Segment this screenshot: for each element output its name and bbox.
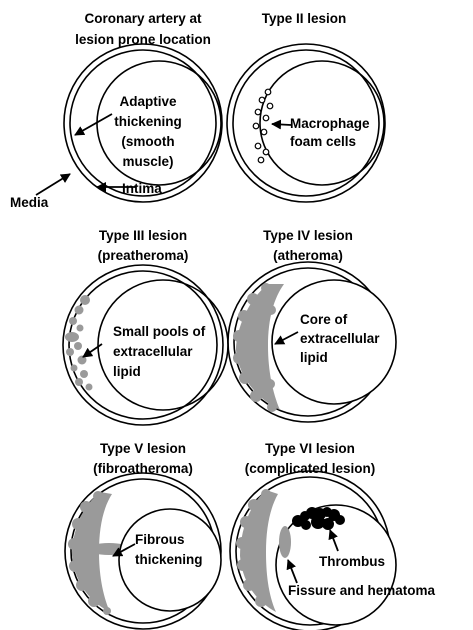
label-macrophage: Macrophage [290,116,370,131]
hematoma [279,526,291,558]
panel-type6-title-line2: (complicated lesion) [245,461,376,476]
thrombus-blob [301,520,311,530]
label-adaptive-line1: Adaptive [119,94,177,109]
arrow-adaptive-thickening [75,114,112,135]
arrow-foam-cells [272,124,291,125]
panel-type6-title-line1: Type VI lesion [265,441,355,456]
lipid-droplet [261,489,271,499]
label-lipid: lipid [113,364,141,379]
lipid-droplet [80,501,92,513]
lipid-droplet [248,499,260,511]
label-extracellular: extracellular [113,344,193,359]
thrombus-blob [322,518,334,530]
panel-type3-title-line1: Type III lesion [99,228,187,243]
lipid-droplet [88,595,100,607]
panel-normal-title-line1: Coronary artery at [84,11,202,26]
foam-cell [265,89,271,95]
panel-type4: Type IV lesion (atheroma) Core of extrac… [228,228,396,422]
lipid-droplet [233,352,245,364]
lipid-droplet [247,293,259,305]
panel-type2-title: Type II lesion [262,11,347,26]
lipid-droplet [255,595,267,607]
lipid-droplet [68,538,80,550]
lipid-droplet [267,402,277,412]
lipid-droplet [74,342,82,350]
foam-cell [258,157,264,163]
label-media: Media [10,195,49,210]
lipid-droplet [236,537,248,549]
lipid-droplet [261,283,271,293]
foam-cells [253,89,273,163]
foam-cell [263,115,269,121]
lipid-droplet [66,348,74,356]
thrombus-blob [335,515,345,525]
panel-type4-title-line1: Type IV lesion [263,228,353,243]
lipid-droplet [65,332,79,342]
label-core-of: Core of [300,312,348,327]
panel-type5: Type V lesion (fibroatheroma) Fibrous th… [65,441,221,629]
panel-type4-title-line2: (atheroma) [273,248,343,263]
lipid-droplet [75,306,84,315]
lipid-droplet [80,295,90,305]
label-adaptive-line3: (smooth [121,134,174,149]
arrow-media [36,174,70,195]
lipid-droplet [103,607,111,615]
lipid-droplet [69,560,81,572]
lipid-droplet [239,372,251,384]
lipid-droplet [240,516,252,528]
lipid-droplet [265,379,275,389]
lipid-droplet [76,579,88,591]
lipid-droplet [71,365,78,372]
lipid-droplet [69,317,77,325]
label-lipid: lipid [300,350,328,365]
panel-type3-title-line2: (preatheroma) [98,248,189,263]
panel-type2: Type II lesion Macrophage foam cells [227,11,385,202]
lipid-droplet [77,325,84,332]
label-adaptive-line2: thickening [114,114,182,129]
label-intima: Intima [122,181,162,196]
foam-cell [255,143,261,149]
label-thrombus: Thrombus [319,554,385,569]
lipid-droplet [250,390,262,402]
lipid-droplet [237,559,249,571]
lipid-droplet [238,310,250,322]
foam-cell [267,103,273,109]
label-small-pools: Small pools of [113,324,206,339]
panel-normal-artery: Coronary artery at lesion prone location… [10,11,222,210]
lipid-droplet [72,518,84,530]
panel-type6: Type VI lesion (complicated lesion) [230,441,436,630]
lipid-droplet [80,370,88,378]
lipid-droplet [243,579,255,591]
lipid-droplet [78,356,87,365]
panel-type5-title-line1: Type V lesion [100,441,186,456]
label-fissure-hematoma: Fissure and hematoma [288,583,436,598]
panel-type3: Type III lesion (preatheroma) Small pool… [63,228,228,425]
foam-cell [263,149,269,155]
label-adaptive-line4: muscle) [122,154,173,169]
label-extracellular: extracellular [300,331,380,346]
foam-cell [261,129,267,135]
foam-cell [259,97,265,103]
label-thickening: thickening [135,552,203,567]
lipid-droplet [266,305,276,315]
foam-cell [255,109,261,115]
lipid-droplet [86,384,93,391]
lipid-droplet [75,378,83,386]
lipid-droplet [233,330,245,342]
label-fibrous: Fibrous [135,532,185,547]
lipid-droplet [93,491,103,501]
foam-cell [253,123,259,129]
label-foam-cells: foam cells [290,134,356,149]
